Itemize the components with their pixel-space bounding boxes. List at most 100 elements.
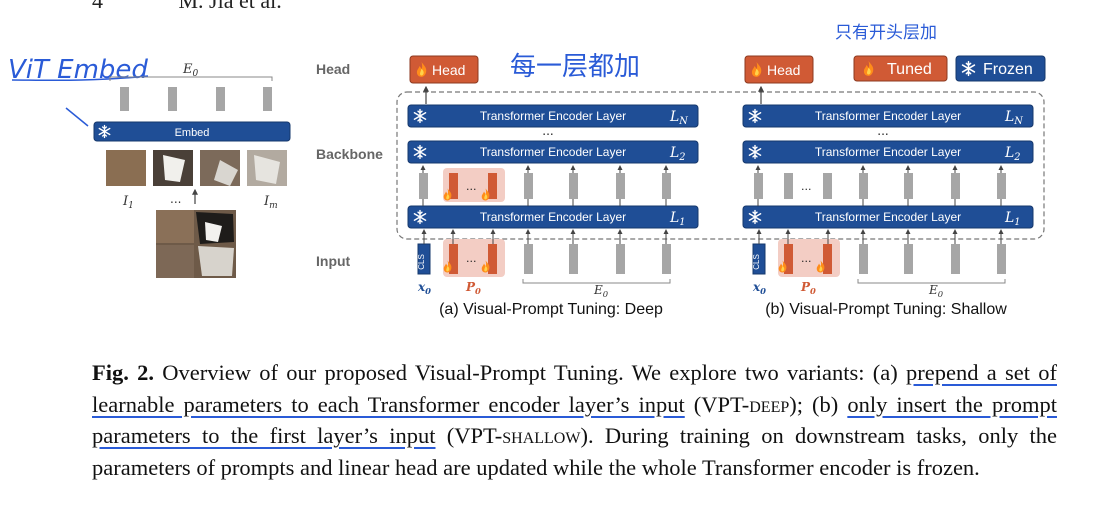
encoder-layer xyxy=(407,205,699,229)
token xyxy=(823,173,832,199)
cls-label: CLS xyxy=(417,254,426,270)
token xyxy=(754,173,763,199)
token xyxy=(524,244,533,274)
legend-tuned: Tuned xyxy=(853,55,948,82)
image-label-first: I1 xyxy=(122,194,134,211)
caption-text-4: ); (b) xyxy=(789,391,848,417)
page-number: 4 xyxy=(92,0,103,13)
head-box xyxy=(744,55,814,84)
panel-caption: (b) Visual-Prompt Tuning: Shallow xyxy=(765,301,1007,318)
layer-index: LN xyxy=(1004,109,1023,127)
token xyxy=(859,244,868,274)
head-label: Head xyxy=(767,62,800,78)
x0-label: x0 xyxy=(417,280,431,296)
embed-block xyxy=(93,121,291,142)
handwritten-underline xyxy=(11,75,149,82)
prompt-token xyxy=(784,244,793,274)
x0-label: x0 xyxy=(752,280,766,296)
row-label-head: Head xyxy=(316,61,350,77)
p0-label: P0 xyxy=(465,280,481,296)
token xyxy=(951,173,960,199)
e0-label: E0 xyxy=(593,283,609,299)
handwritten-pointer xyxy=(65,107,89,127)
e0-label: E0 xyxy=(928,283,944,299)
layer-ellipsis: ... xyxy=(542,124,553,138)
encoder-layer-label: Transformer Encoder Layer xyxy=(480,109,626,123)
token xyxy=(569,173,578,199)
handwritten-note-shallow: 只有开头层加 xyxy=(835,23,937,43)
prompt-token xyxy=(488,244,497,274)
svg-text:Tuned: Tuned xyxy=(887,61,932,78)
vit-e0-brace: E0 xyxy=(109,62,273,81)
token xyxy=(569,244,578,274)
page-header: 4 M. Jia et al. xyxy=(92,0,352,14)
caption-sc-shallow: shallow xyxy=(502,423,581,448)
prompt-token xyxy=(488,173,497,199)
encoder-layer xyxy=(742,140,1034,164)
layer-ellipsis: ... xyxy=(877,124,888,138)
legend-frozen: Frozen xyxy=(955,55,1046,82)
encoder-layer-label: Transformer Encoder Layer xyxy=(480,145,626,159)
token xyxy=(662,244,671,274)
e0-brace xyxy=(522,279,671,284)
prompt-ellipsis: ... xyxy=(466,180,477,193)
encoder-layer xyxy=(407,104,699,128)
panel-caption: (a) Visual-Prompt Tuning: Deep xyxy=(439,301,663,318)
caption-underline-deep: prepend a set of learnable parameters to… xyxy=(92,360,1057,417)
token xyxy=(997,244,1006,274)
frozen-backbone-frame xyxy=(396,91,1045,240)
e0-brace xyxy=(857,279,1006,284)
embed-label: Embed xyxy=(175,127,210,139)
layer-index: L1 xyxy=(669,210,686,228)
layer-index: L1 xyxy=(1004,210,1021,228)
token xyxy=(524,173,533,199)
layer-index: L2 xyxy=(669,145,686,163)
caption-underline-shallow: only insert the prompt parameters to the… xyxy=(92,391,1057,449)
token xyxy=(662,173,671,199)
token xyxy=(951,244,960,274)
layer-index: L2 xyxy=(1004,145,1021,163)
token xyxy=(997,173,1006,199)
prompt-token xyxy=(449,244,458,274)
encoder-layer-label: Transformer Encoder Layer xyxy=(480,210,626,224)
caption-sc-deep: deep xyxy=(749,391,790,417)
token xyxy=(616,244,625,274)
caption-text-7: ). During training on downstream tasks, … xyxy=(92,423,1057,480)
head-box xyxy=(409,55,479,84)
prompt-ellipsis: ... xyxy=(801,252,812,265)
token xyxy=(419,173,428,199)
figure-caption: Fig. 2. Overview of our proposed Visual-… xyxy=(92,357,1057,483)
encoder-layer xyxy=(407,140,699,164)
vit-e0-label: E0 xyxy=(182,62,199,79)
image-patches xyxy=(106,150,287,186)
token xyxy=(616,173,625,199)
prompt-token xyxy=(823,244,832,274)
image-label-last: Im xyxy=(263,194,278,211)
cls-label: CLS xyxy=(752,254,761,270)
caption-text-6: (VPT- xyxy=(435,423,503,448)
prompt-token xyxy=(449,173,458,199)
token xyxy=(784,173,793,199)
caption-fig-label: Fig. 2. xyxy=(92,360,155,385)
svg-text:Frozen: Frozen xyxy=(983,61,1033,78)
prompt-ellipsis: ... xyxy=(466,252,477,265)
encoder-layer xyxy=(742,205,1034,229)
vpt-figure: ViT Embed E0 Embed I1 ... Im Head Backbo… xyxy=(8,23,1046,318)
encoder-layer-label: Transformer Encoder Layer xyxy=(815,109,961,123)
encoder-layer-label: Transformer Encoder Layer xyxy=(815,210,961,224)
vit-embed-tokens xyxy=(120,87,272,111)
layer-index: LN xyxy=(669,109,688,127)
p0-label: P0 xyxy=(800,280,816,296)
encoder-layer xyxy=(742,104,1034,128)
caption-text-3: (VPT- xyxy=(684,391,750,417)
row-label-input: Input xyxy=(316,253,351,269)
token-ellipsis: ... xyxy=(801,180,812,193)
handwritten-note-deep: 每一层都加 xyxy=(510,52,640,82)
token xyxy=(904,173,913,199)
full-image xyxy=(156,210,236,278)
caption-text-1: Overview of our proposed Visual-Prompt T… xyxy=(154,360,906,385)
encoder-layer-label: Transformer Encoder Layer xyxy=(815,145,961,159)
